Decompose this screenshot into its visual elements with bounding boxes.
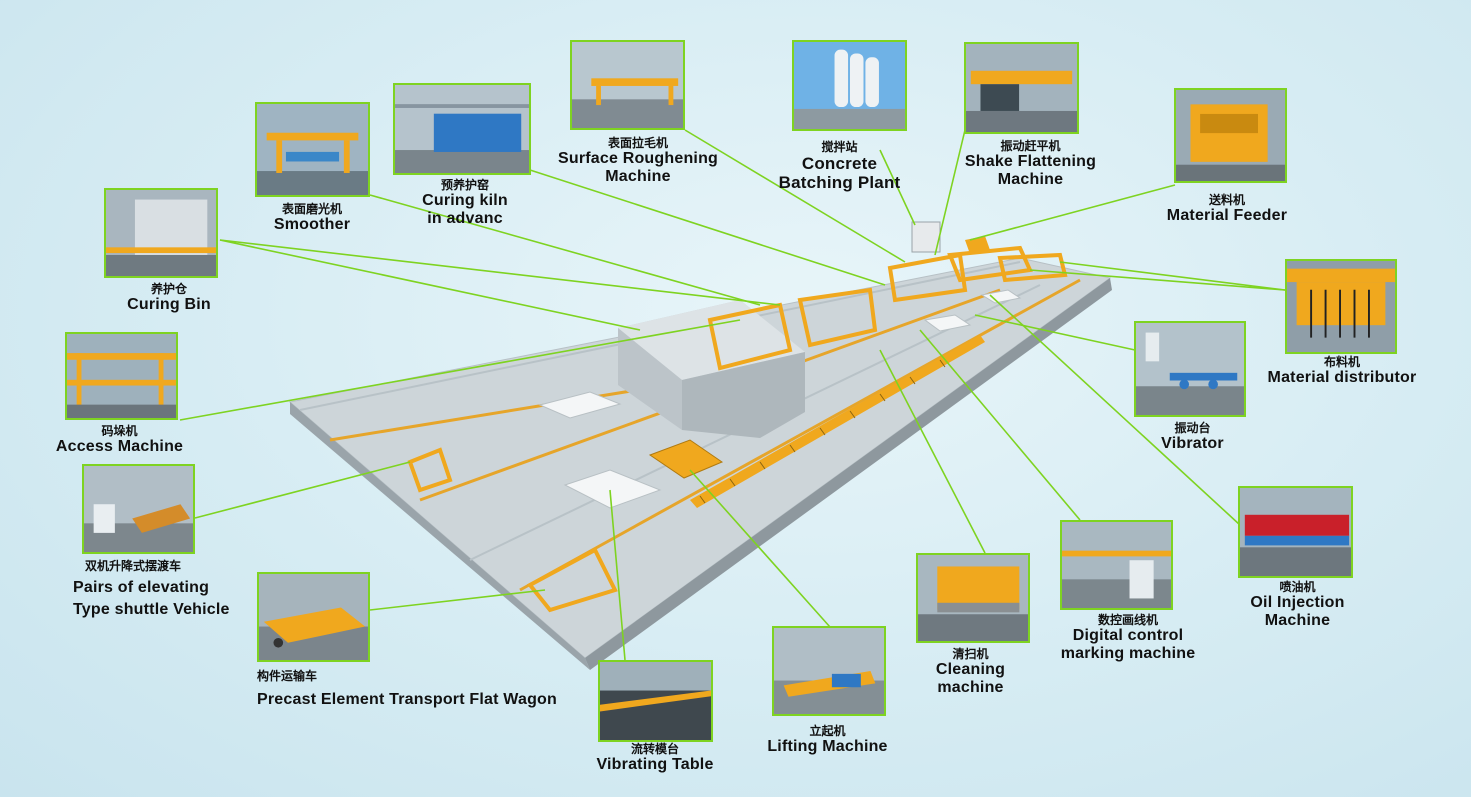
label-vibrator: 振动台 Vibrator — [1161, 421, 1224, 453]
photo-oil-injection — [1238, 486, 1353, 578]
photo-transport-wagon — [257, 572, 370, 662]
photo-curing-kiln — [393, 83, 531, 175]
label-cleaning-machine: 清扫机 Cleaning machine — [935, 647, 1006, 697]
label-surface-roughening: 表面拉毛机 Surface Roughening Machine — [557, 136, 719, 186]
label-digital-marking: 数控画线机 Digital control marking machine — [1060, 613, 1196, 663]
precast-panels — [538, 289, 1022, 509]
photo-cleaning-machine — [916, 553, 1030, 643]
roller-conveyor — [690, 335, 985, 508]
label-curing-bin: 养护仓 Curing Bin — [127, 282, 211, 314]
label-lifting-machine: 立起机 Lifting Machine — [767, 724, 888, 756]
label-vibrating-table: 流转模台 Vibrating Table — [596, 742, 714, 774]
photo-shake-flattening — [964, 42, 1079, 134]
photo-shuttle-vehicle — [82, 464, 195, 554]
transport-wagon-model — [648, 439, 724, 479]
label-batching-plant: 搅拌站 Concrete Batching Plant — [778, 140, 901, 193]
photo-material-distributor — [1285, 259, 1397, 354]
label-shuttle-vehicle: 双机升降式摆渡车 Pairs of elevating Type shuttle… — [73, 559, 230, 619]
leader-lines — [179, 129, 1286, 661]
label-transport-wagon: 构件运输车 Precast Element Transport Flat Wag… — [257, 669, 558, 709]
label-material-feeder: 送料机 Material Feeder — [1166, 193, 1288, 225]
photo-batching-plant — [792, 40, 907, 131]
label-smoother: 表面磨光机 Smoother — [273, 202, 351, 234]
label-shake-flattening: 振动赶平机 Shake Flattening Machine — [964, 139, 1097, 189]
label-access-machine: 码垛机 Access Machine — [55, 424, 184, 456]
photo-curing-bin — [104, 188, 218, 278]
batching-plant-model — [911, 221, 990, 254]
photo-digital-marking — [1060, 520, 1173, 610]
photo-material-feeder — [1174, 88, 1287, 183]
floor-side-front — [585, 278, 1112, 670]
gantry-frames — [407, 245, 1068, 613]
label-curing-kiln: 预养护窑 Curing kiln in advanc — [422, 178, 508, 228]
label-oil-injection: 喷油机 Oil Injection Machine — [1250, 580, 1345, 630]
photo-access-machine — [65, 332, 178, 420]
photo-smoother — [255, 102, 370, 197]
photo-vibrator — [1134, 321, 1246, 417]
floor-side-left — [290, 402, 590, 670]
photo-surface-roughening — [570, 40, 685, 130]
photo-vibrating-table — [598, 660, 713, 742]
photo-lifting-machine — [772, 626, 886, 716]
label-material-distributor: 布料机 Material distributor — [1267, 355, 1417, 387]
